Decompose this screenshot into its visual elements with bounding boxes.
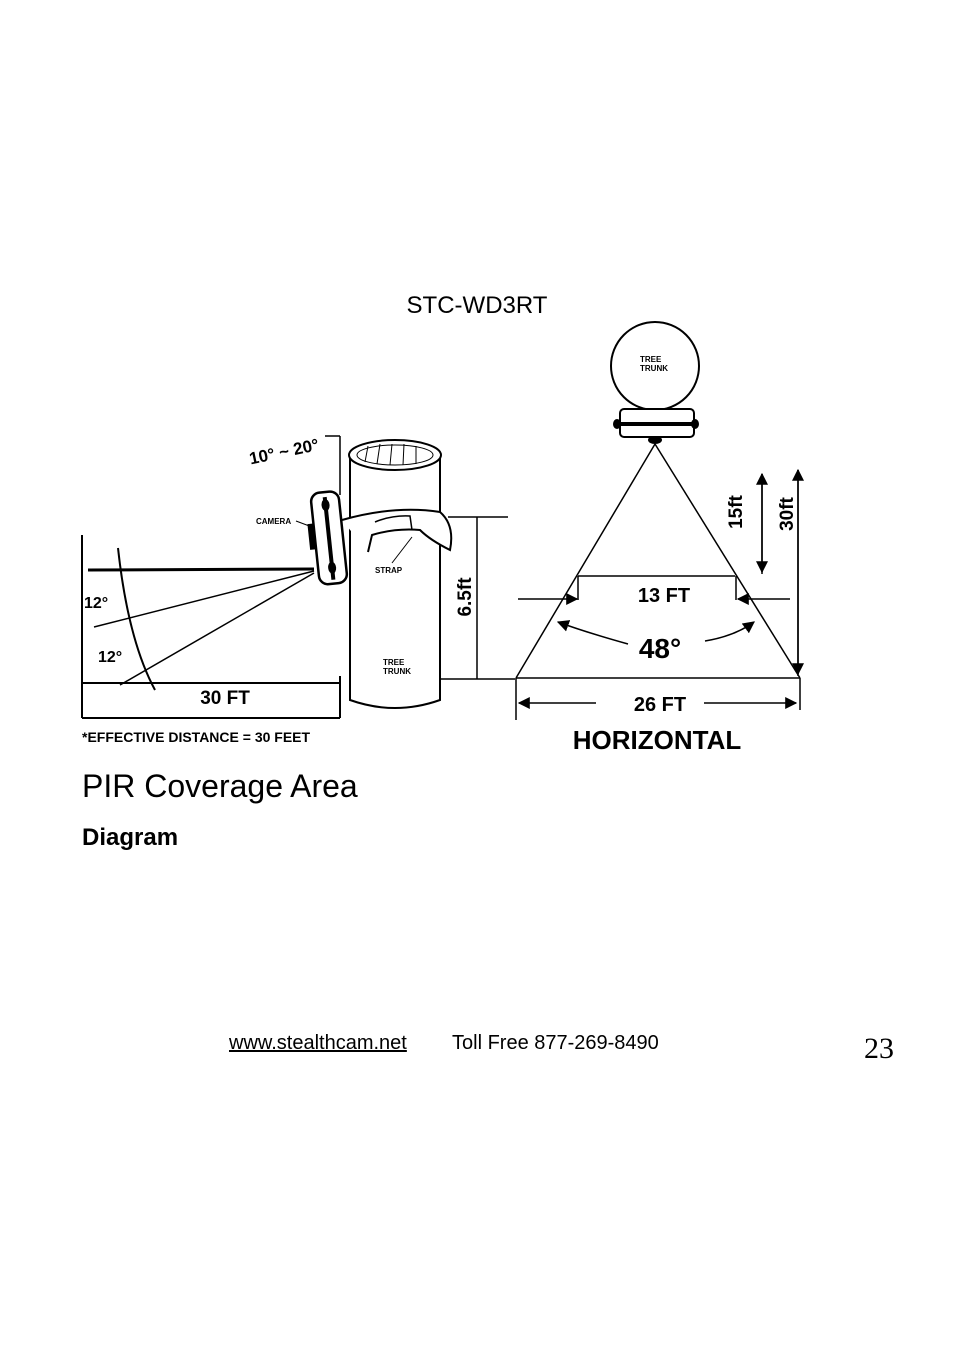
tree-label-side-2: TRUNK bbox=[383, 667, 411, 676]
phone-number: Toll Free 877-269-8490 bbox=[452, 1032, 659, 1054]
height-label: 6.5ft bbox=[455, 577, 476, 617]
website-link[interactable]: www.stealthcam.net bbox=[229, 1032, 407, 1054]
lower-angle-label: 12° bbox=[98, 649, 122, 666]
model-name: STC-WD3RT bbox=[406, 292, 548, 319]
far-depth-label: 30ft bbox=[777, 496, 798, 530]
tree-label-top-1: TREE bbox=[640, 355, 662, 364]
tilt-range: 10° ~ 20° bbox=[247, 435, 320, 468]
near-width-label: 13 FT bbox=[638, 585, 690, 607]
near-depth-label: 15ft bbox=[726, 494, 747, 528]
horizontal-label: HORIZONTAL bbox=[573, 725, 742, 755]
section-subtitle: Diagram bbox=[82, 824, 179, 851]
far-width-label: 26 FT bbox=[634, 694, 686, 716]
page-number: 23 bbox=[864, 1032, 894, 1065]
camera-label: CAMERA bbox=[256, 517, 291, 526]
camera-top bbox=[613, 408, 699, 444]
section-title: PIR Coverage Area bbox=[82, 768, 358, 804]
upper-angle-label: 12° bbox=[84, 595, 108, 612]
svg-text:10° ~ 20°: 10° ~ 20° bbox=[247, 435, 320, 468]
tree-label-top-2: TRUNK bbox=[640, 364, 668, 373]
top-view: TREE TRUNK 13 FT 48° bbox=[515, 321, 804, 755]
side-view: 12° 12° 30 FT *EFFECTIVE DISTANCE = 30 F… bbox=[81, 435, 515, 745]
tree-label-side-1: TREE bbox=[383, 658, 405, 667]
pir-coverage-diagram: 12° 12° 30 FT *EFFECTIVE DISTANCE = 30 F… bbox=[81, 321, 804, 755]
distance-label: 30 FT bbox=[200, 688, 250, 709]
strap-label: STRAP bbox=[375, 566, 403, 575]
camera-side bbox=[307, 490, 349, 586]
effective-distance-note: *EFFECTIVE DISTANCE = 30 FEET bbox=[82, 729, 311, 745]
strap bbox=[341, 508, 453, 553]
angle-label: 48° bbox=[639, 633, 681, 664]
